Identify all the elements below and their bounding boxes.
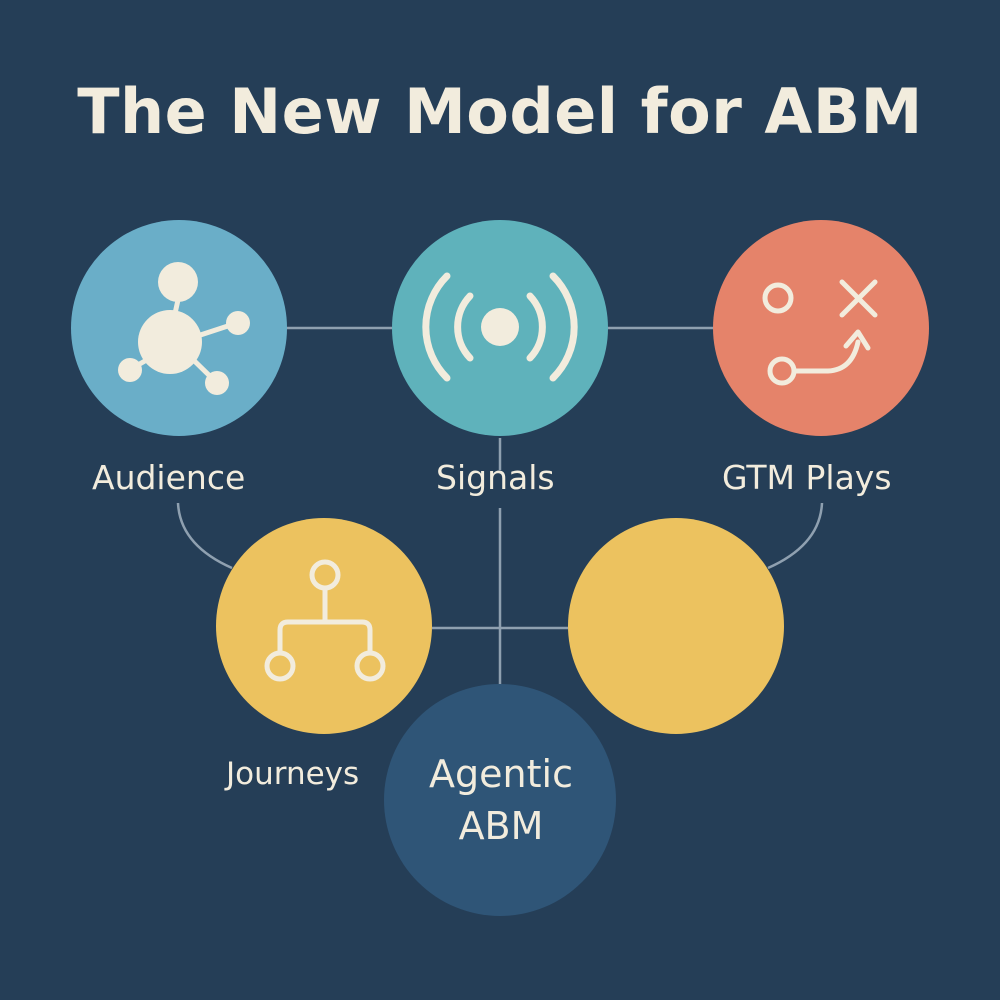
diagram-title: The New Model for ABM xyxy=(77,75,923,148)
unlabeled-circle xyxy=(568,518,784,734)
network-icon xyxy=(118,262,250,395)
connectors xyxy=(176,326,824,690)
connector-audience-journeys xyxy=(176,502,233,570)
connector-gtm-right xyxy=(767,502,824,570)
agentic-abm-label-line1: Agentic xyxy=(429,752,573,796)
broadcast-signal-icon xyxy=(422,272,578,382)
signals-label: Signals xyxy=(436,458,555,497)
gtm-plays-circle xyxy=(713,220,929,436)
audience-label: Audience xyxy=(92,458,246,497)
agentic-abm-label: Agentic ABM xyxy=(388,748,614,852)
playbook-icon xyxy=(762,279,878,386)
agentic-abm-label-line2: ABM xyxy=(458,804,544,848)
journeys-circle xyxy=(216,518,432,734)
gtm-plays-label: GTM Plays xyxy=(722,458,892,497)
agentic-abm-circle xyxy=(384,684,616,916)
journeys-label: Journeys xyxy=(226,756,360,792)
branching-path-icon xyxy=(264,559,386,682)
